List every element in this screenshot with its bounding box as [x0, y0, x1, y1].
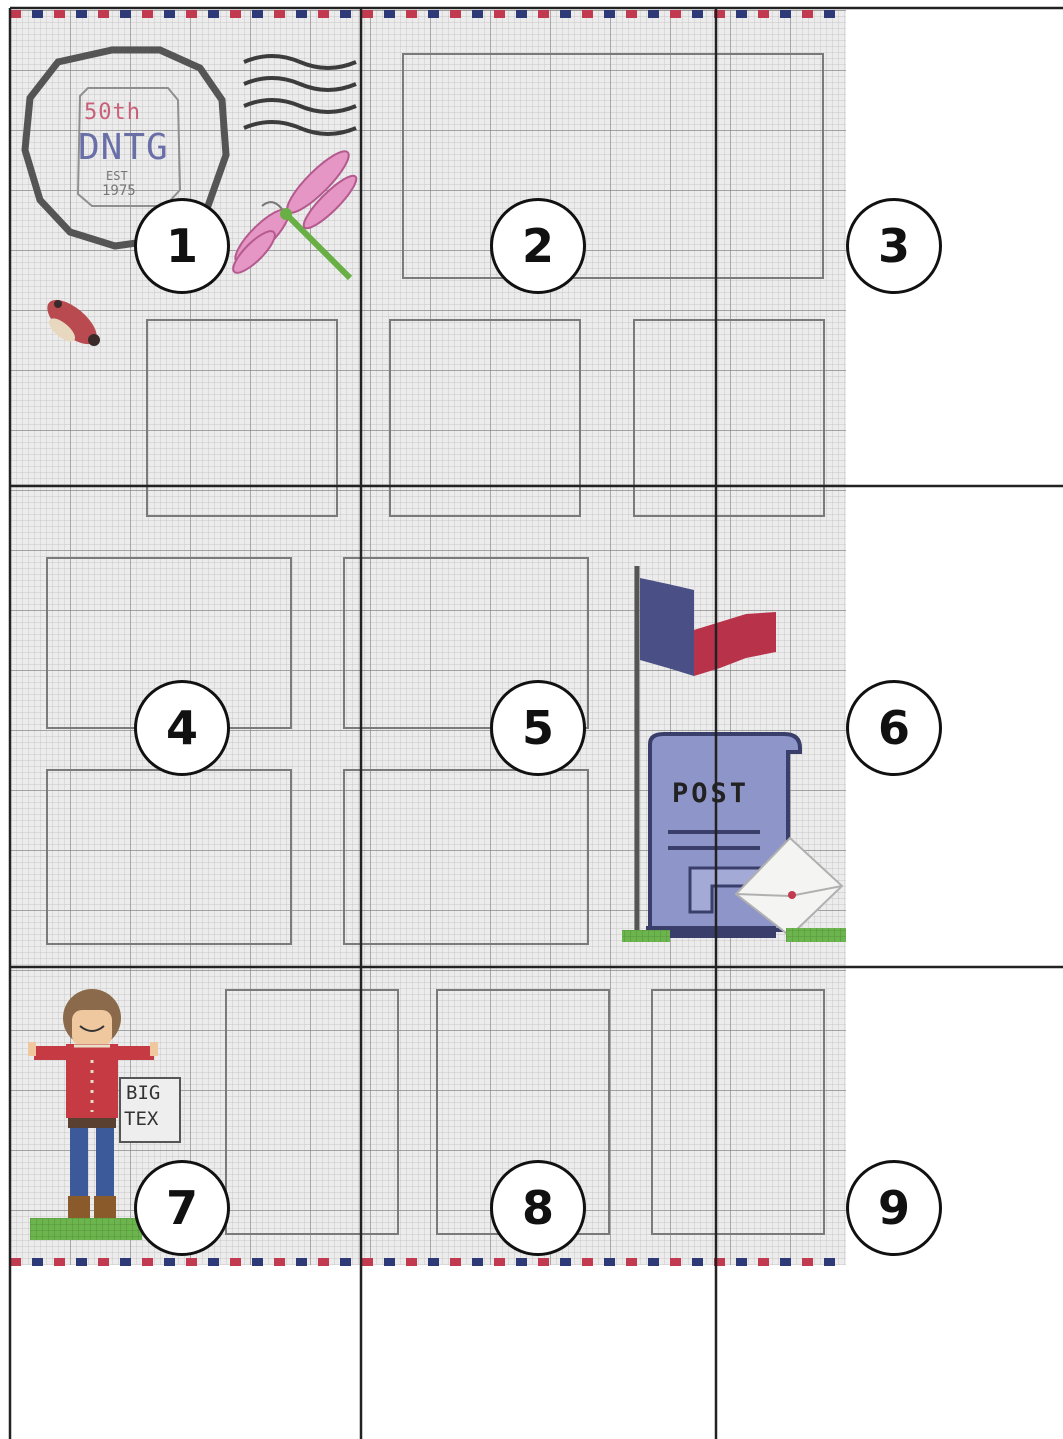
grass-big-tex	[30, 1218, 142, 1240]
airmail-border-bottom	[10, 1258, 846, 1266]
mailbox-post-label: POST	[672, 780, 749, 807]
page-number-badge-3: 3	[846, 198, 942, 294]
page-number-badge-5: 5	[490, 680, 586, 776]
stamp-text-year: 1975	[102, 184, 136, 198]
page-number-badge-6: 6	[846, 680, 942, 776]
sign-text-tex: TEX	[124, 1110, 158, 1129]
grass-right	[786, 928, 846, 942]
grass-left	[622, 930, 670, 942]
sign-text-big: BIG	[126, 1084, 160, 1103]
page-number-badge-7: 7	[134, 1160, 230, 1256]
stamp-text-50th: 50th	[84, 102, 141, 124]
page-number-badge-2: 2	[490, 198, 586, 294]
page-number-badge-1: 1	[134, 198, 230, 294]
page-number-badge-8: 8	[490, 1160, 586, 1256]
page-number-badge-9: 9	[846, 1160, 942, 1256]
stamp-text-dntg: DNTG	[78, 130, 169, 166]
airmail-border-top	[10, 10, 846, 18]
page-number-badge-4: 4	[134, 680, 230, 776]
stamp-text-est: EST	[106, 170, 128, 182]
